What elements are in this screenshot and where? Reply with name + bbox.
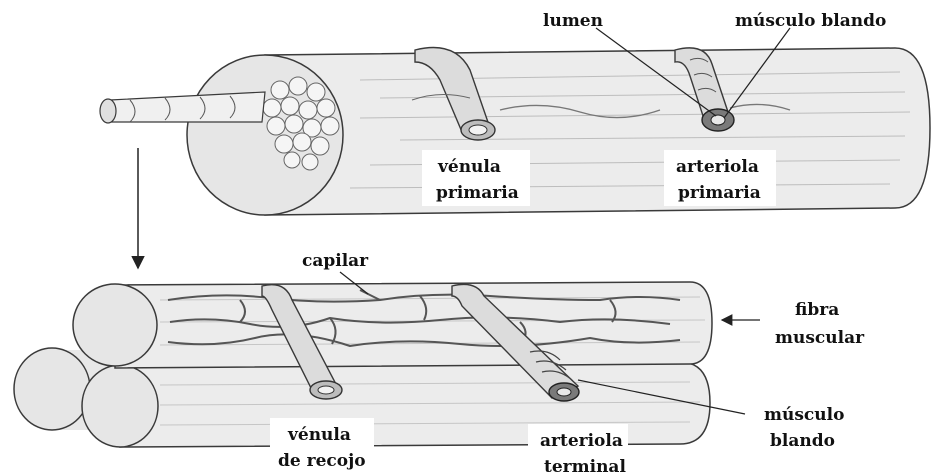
label-smooth-muscle-bottom-line1: músculo (764, 405, 844, 425)
label-terminal-arteriole-line1: arteriola (540, 431, 623, 451)
label-lumen: lumen (543, 11, 603, 31)
label-capillary: capilar (302, 251, 369, 271)
label-muscle-fiber-line1: fibra (795, 300, 839, 320)
back-fiber-end (14, 348, 90, 430)
label-collecting-venule-line2: de recojo (278, 451, 366, 471)
label-muscle-fiber-line2: muscular (775, 328, 865, 348)
upper-fiber (115, 282, 712, 368)
label-smooth-muscle-top: músculo blando (735, 11, 886, 31)
label-primary-arteriole-line2: primaria (678, 183, 761, 203)
label-terminal-arteriole-line2: terminal (544, 457, 626, 475)
label-primary-venule-line1: vénula (437, 157, 501, 177)
label-smooth-muscle-bottom-line2: blando (770, 431, 835, 451)
bottom-muscle-fibers (14, 282, 760, 447)
label-primary-venule-line2: primaria (436, 183, 519, 203)
label-collecting-venule-line1: vénula (287, 425, 351, 445)
left-strands (100, 92, 265, 123)
label-primary-arteriole-line1: arteriola (676, 157, 759, 177)
